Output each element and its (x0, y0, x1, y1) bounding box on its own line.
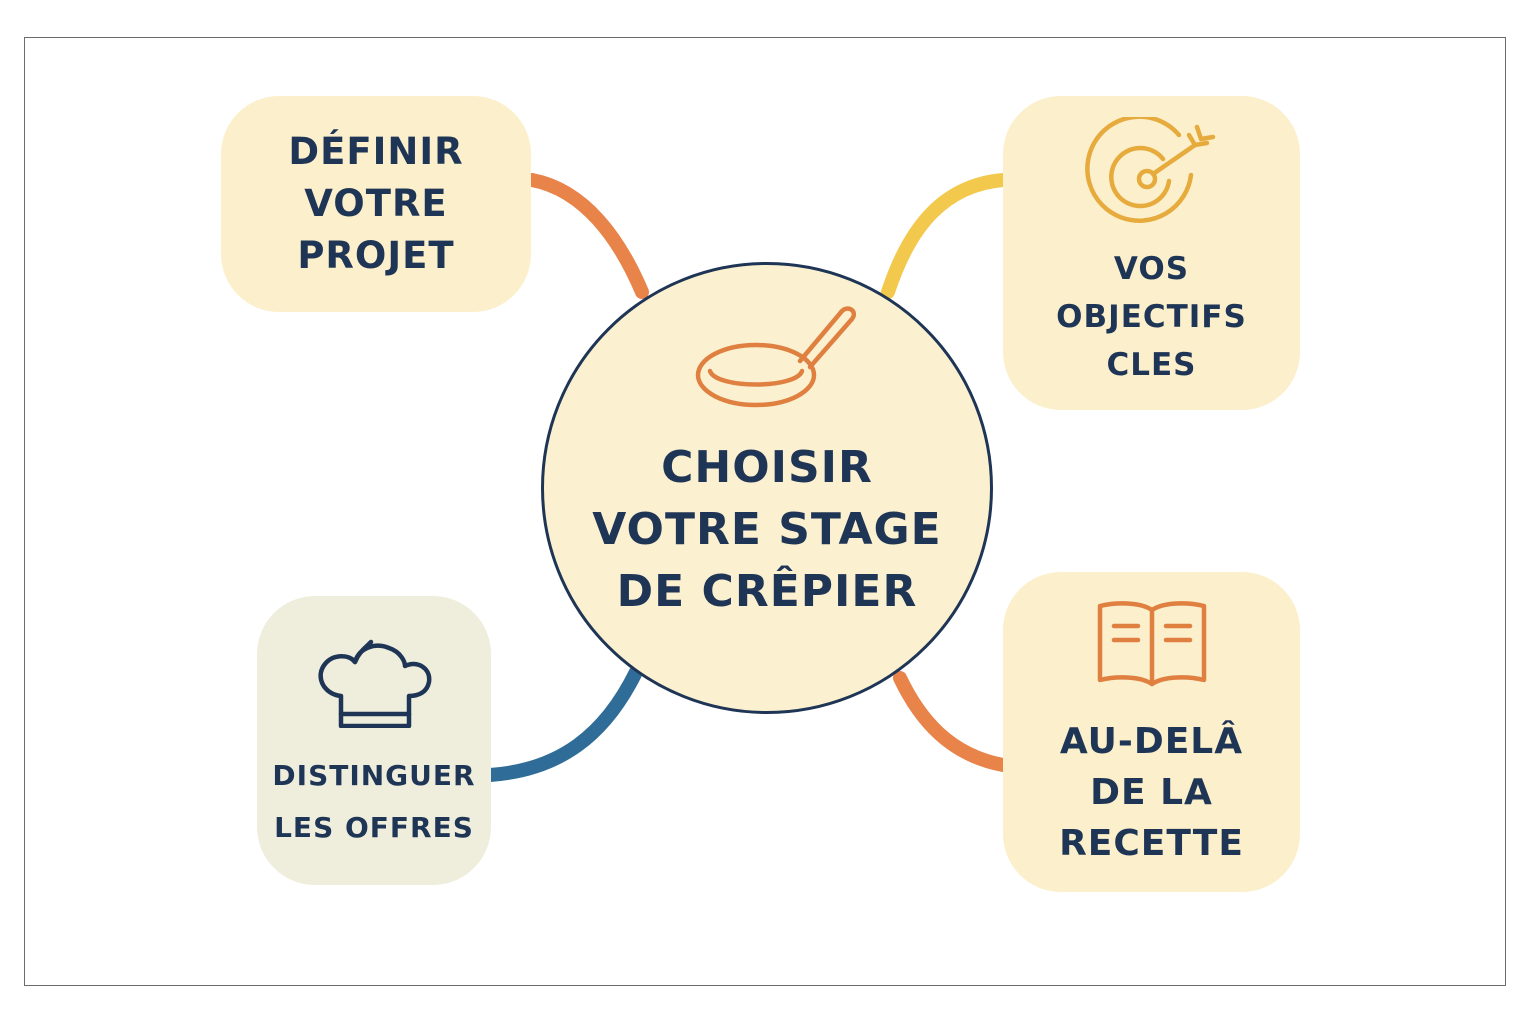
central-title: CHOISIR VOTRE STAGE DE CRÊPIER (592, 442, 942, 617)
connector-distinguish (483, 665, 643, 782)
chef-hat-icon (318, 639, 432, 728)
node-define-project: DÉFINIR VOTRE PROJET (221, 96, 531, 312)
node-beyond-recipe: AU-DELÂ DE LA RECETTE (1003, 572, 1300, 892)
connector-beyond (893, 671, 1010, 772)
node-key-goals: VOS OBJECTIFS CLES (1003, 96, 1300, 410)
connector-define (525, 173, 649, 299)
node-goals-label: VOS OBJECTIFS CLES (1056, 251, 1247, 383)
node-distinguish-offers: DISTINGUER LES OFFRES (257, 596, 491, 885)
target-arrow-icon (1084, 117, 1215, 223)
node-define-label: DÉFINIR VOTRE PROJET (288, 130, 464, 277)
node-distinguish-label: DISTINGUER LES OFFRES (272, 758, 476, 844)
frying-pan-icon (695, 306, 857, 408)
central-topic: CHOISIR VOTRE STAGE DE CRÊPIER (541, 262, 993, 714)
node-beyond-label: AU-DELÂ DE LA RECETTE (1059, 720, 1244, 864)
open-book-icon (1097, 600, 1206, 686)
connector-goals (881, 173, 1010, 299)
